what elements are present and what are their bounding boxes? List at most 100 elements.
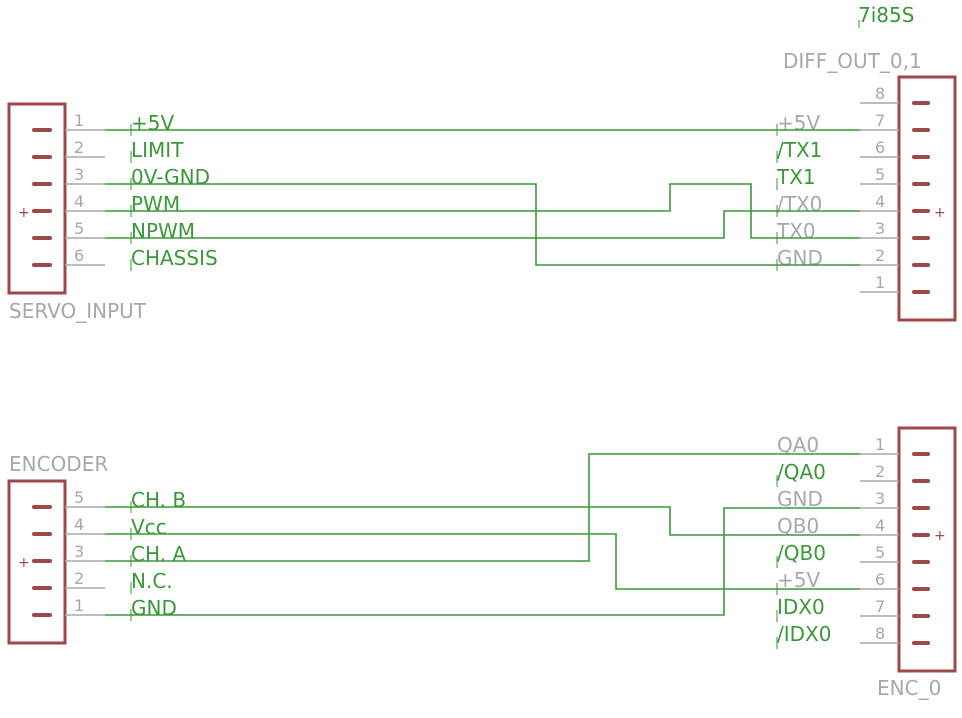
enc-pin-row: 3 GND	[777, 487, 930, 511]
pin-number: 5	[875, 543, 885, 562]
net-label: LIMIT	[131, 138, 184, 162]
diff-pin-row: 5 TX1	[776, 165, 930, 189]
net-label: GND	[777, 246, 823, 270]
connector-encoder: + ENCODER 5 CH. B 4 Vcc 3 CH. A 2 N.C.	[7, 452, 186, 645]
net-label: CHASSIS	[131, 246, 218, 270]
pin-number: 1	[875, 435, 885, 454]
connector-enc-0: + ENC_0 1 QA0 2 /QA0 3 GND 4 QB0	[777, 426, 957, 700]
connector-servo-input: + SERVO_INPUT 1 +5V 2 LIMIT 3 0V-GND 4 P…	[7, 102, 218, 323]
servo-pin-row: 2 LIMIT	[32, 138, 184, 162]
enc-0-origin-mark: +	[934, 528, 946, 544]
board-title: 7i85S	[858, 3, 914, 27]
net-label: /QB0	[777, 541, 826, 565]
top-label-marks	[130, 124, 778, 271]
pin-number: 1	[74, 111, 84, 130]
diff-pin-row: 4 /TX0	[777, 192, 930, 216]
wire-ch-b	[105, 506, 860, 536]
enc-pin-row: 5 /QB0	[777, 541, 930, 565]
net-label: PWM	[131, 192, 180, 216]
diff-pin-row: 1	[860, 273, 930, 294]
bottom-wires	[105, 453, 860, 616]
net-label: Vcc	[131, 515, 167, 539]
enc-pin-row: 1 QA0	[777, 433, 930, 457]
net-label: QB0	[777, 514, 819, 538]
net-label: GND	[131, 596, 177, 620]
encoder-pin-row: 4 Vcc	[32, 515, 167, 539]
pin-number: 4	[74, 192, 84, 211]
net-label: /IDX0	[777, 622, 831, 646]
wire-npwm	[105, 210, 860, 239]
net-label: CH. B	[131, 488, 186, 512]
enc-pin-row: 7 IDX0	[777, 595, 930, 619]
wire-gnd	[105, 183, 860, 266]
net-label: N.C.	[131, 569, 173, 593]
pin-number: 6	[74, 246, 84, 265]
enc-pin-row: 6 +5V	[777, 568, 930, 592]
pin-number: 8	[875, 624, 885, 643]
wire-vcc	[105, 533, 860, 590]
bottom-label-marks	[130, 475, 778, 649]
wire-encoder-gnd	[105, 507, 860, 616]
pin-number: 8	[875, 84, 885, 103]
pin-number: 4	[74, 515, 84, 534]
pin-number: 4	[875, 192, 885, 211]
pin-number: 2	[74, 138, 84, 157]
pin-number: 7	[875, 111, 885, 130]
enc-0-body	[897, 426, 957, 673]
pin-number: 2	[74, 569, 84, 588]
net-label: /TX1	[777, 138, 822, 162]
diff-pin-row: 2 GND	[777, 246, 930, 270]
pin-number: 3	[875, 489, 885, 508]
pin-number: 5	[74, 488, 84, 507]
servo-pin-row: 3 0V-GND	[32, 165, 210, 189]
servo-pin-row: 5 NPWM	[32, 219, 195, 243]
pin-number: 3	[875, 219, 885, 238]
pin-number: 6	[875, 138, 885, 157]
net-label: /TX0	[777, 192, 822, 216]
net-label: CH. A	[131, 542, 186, 566]
pin-number: 1	[875, 273, 885, 292]
net-label: +5V	[777, 111, 820, 135]
servo-pin-row: 1 +5V	[32, 111, 174, 135]
enc-pin-row: 4 QB0	[777, 514, 930, 538]
enc-pin-row: 8 /IDX0	[777, 622, 930, 646]
net-label: NPWM	[131, 219, 195, 243]
pin-number: 7	[875, 597, 885, 616]
pin-number: 1	[74, 596, 84, 615]
net-label: TX1	[776, 165, 816, 189]
enc-0-name: ENC_0	[877, 676, 941, 700]
enc-pin-row: 2 /QA0	[777, 460, 930, 484]
pin-number: 5	[74, 219, 84, 238]
servo-input-body	[7, 102, 67, 295]
servo-pin-row: 4 PWM	[32, 192, 180, 216]
net-label: TX0	[776, 219, 816, 243]
pin-number: 2	[875, 462, 885, 481]
net-label: +5V	[777, 568, 820, 592]
net-label: +5V	[131, 111, 174, 135]
net-label: GND	[777, 487, 823, 511]
pin-number: 3	[74, 542, 84, 561]
diff-pin-row: 3 TX0	[776, 219, 930, 243]
servo-pin-row: 6 CHASSIS	[32, 246, 218, 270]
net-label: QA0	[777, 433, 819, 457]
net-label: IDX0	[777, 595, 825, 619]
encoder-pin-row: 3 CH. A	[32, 542, 186, 566]
pin-number: 4	[875, 516, 885, 535]
connector-diff-out: + DIFF_OUT_0,1 8 7 +5V 6 /TX1 5 TX1	[776, 49, 957, 322]
encoder-pin-row: 1 GND	[32, 596, 177, 620]
pin-number: 5	[875, 165, 885, 184]
servo-input-name: SERVO_INPUT	[9, 299, 147, 323]
diff-pin-row: 8	[860, 84, 930, 105]
pin-number: 3	[74, 165, 84, 184]
net-label: /QA0	[777, 460, 826, 484]
pin-number: 2	[875, 246, 885, 265]
diff-out-name: DIFF_OUT_0,1	[783, 49, 922, 73]
diff-pin-row: 6 /TX1	[777, 138, 930, 162]
wire-pwm	[105, 183, 860, 239]
diff-out-body	[897, 75, 957, 322]
net-label: 0V-GND	[131, 165, 210, 189]
wire-ch-a	[105, 453, 860, 562]
encoder-pin-row: 2 N.C.	[32, 569, 173, 593]
servo-input-origin-mark: +	[18, 205, 30, 221]
